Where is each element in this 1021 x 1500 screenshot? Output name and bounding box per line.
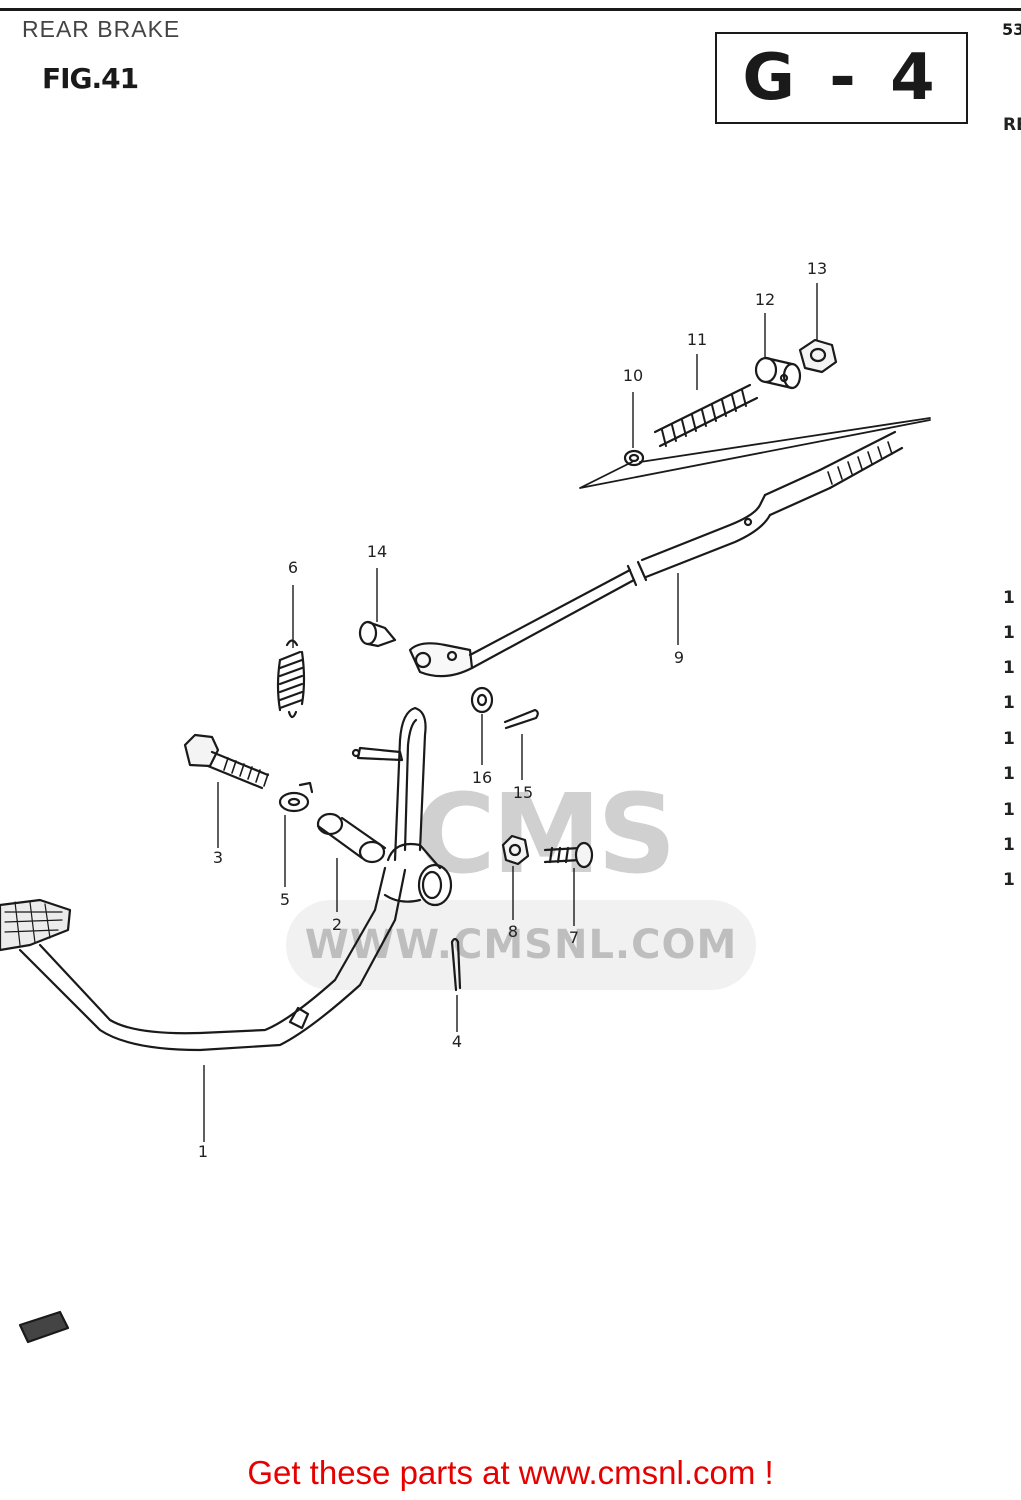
callout-15: 15	[512, 783, 534, 802]
nut-8-part	[501, 834, 530, 866]
brake-rod-part	[408, 430, 904, 678]
page-code-box: G - 4	[715, 32, 968, 124]
callout-16: 16	[471, 768, 493, 787]
page-number: 53	[1002, 20, 1021, 39]
callout-11: 11	[686, 330, 708, 349]
callout-6: 6	[287, 558, 299, 577]
callout-2: 2	[331, 915, 343, 934]
page-code: G - 4	[742, 41, 941, 115]
detail-bracket	[579, 419, 931, 489]
figure-label: FIG.41	[42, 62, 139, 95]
watermark-brand: CMS	[415, 770, 676, 898]
callout-12: 12	[754, 290, 776, 309]
sleeve-part	[316, 812, 387, 864]
callout-13: 13	[806, 259, 828, 278]
callout-4: 4	[451, 1032, 463, 1051]
edge-mark: 1	[1003, 835, 1015, 855]
edge-mark: 1	[1003, 800, 1015, 820]
top-rule	[0, 8, 1021, 11]
watermark-url: WWW.CMSNL.COM	[304, 922, 738, 968]
callout-3: 3	[212, 848, 224, 867]
edge-mark: 1	[1003, 623, 1015, 643]
footer-parts-link[interactable]: Get these parts at www.cmsnl.com !	[247, 1454, 774, 1491]
callout-1: 1	[197, 1142, 209, 1161]
washer-16-part	[470, 686, 494, 714]
edge-mark: 1	[1003, 870, 1015, 890]
edge-mark: RE	[1003, 115, 1021, 135]
edge-mark: 1	[1003, 658, 1015, 678]
adjusting-nut-part	[798, 338, 838, 374]
cotter-pin-15-part	[503, 708, 539, 730]
brake-pedal-part	[0, 706, 453, 1052]
callout-14: 14	[366, 542, 388, 561]
edge-mark: 1	[1003, 764, 1015, 784]
spring-part	[276, 639, 306, 719]
washer-part	[278, 781, 314, 813]
clevis-pin-part	[358, 620, 397, 648]
callout-8: 8	[507, 922, 519, 941]
joint-collar-part	[754, 356, 802, 390]
bolt-7-part	[543, 841, 594, 869]
edge-mark: 1	[1003, 729, 1015, 749]
callout-10: 10	[622, 366, 644, 385]
cotter-pin-4-part	[450, 937, 462, 992]
spring-11-part	[653, 383, 759, 448]
callout-7: 7	[568, 928, 580, 947]
edge-mark: 1	[1003, 693, 1015, 713]
edge-mark: 1	[1003, 588, 1015, 608]
corner-tag	[18, 1310, 70, 1344]
section-title: REAR BRAKE	[22, 16, 181, 42]
washer-10-part	[623, 449, 645, 467]
callout-9: 9	[673, 648, 685, 667]
bolt-part	[183, 733, 270, 790]
callout-5: 5	[279, 890, 291, 909]
